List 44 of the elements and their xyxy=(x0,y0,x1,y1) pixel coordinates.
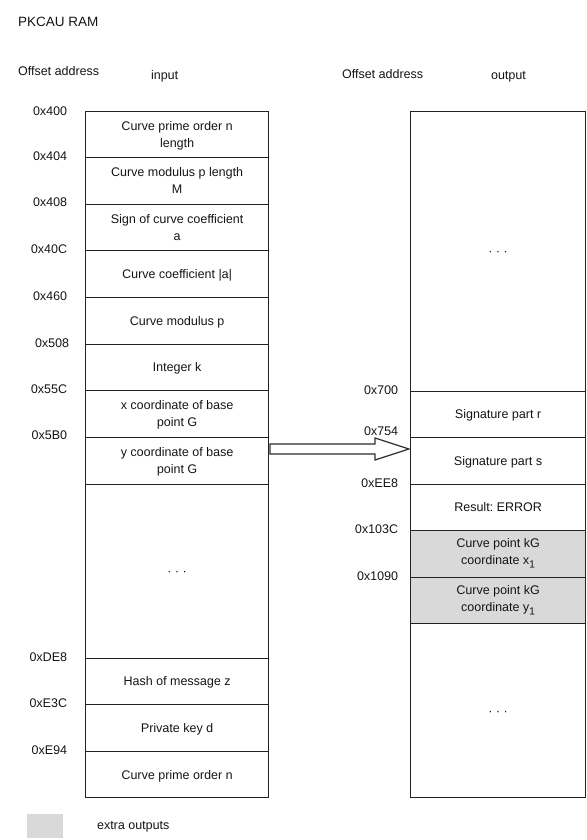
offset-address: 0x754 xyxy=(364,424,398,438)
offset-address: 0x55C xyxy=(30,382,67,396)
column-heading: output xyxy=(491,68,526,82)
offset-address: 0xE94 xyxy=(32,743,67,757)
cell-text: Curve modulus p length M xyxy=(110,164,244,198)
offset-address: 0x460 xyxy=(32,289,67,303)
block-arrow xyxy=(269,437,411,461)
cell-text: · · · xyxy=(488,243,508,260)
offset-address: 0x5B0 xyxy=(32,428,67,442)
cell-text: Curve prime order n xyxy=(121,767,233,784)
offset-address: 0x103C xyxy=(354,522,398,536)
offset-address: 0x508 xyxy=(34,336,69,350)
offset-address: 0x404 xyxy=(32,149,67,163)
offset-address: 0xEE8 xyxy=(361,476,398,490)
column-heading: input xyxy=(151,68,178,82)
offset-address: 0x1090 xyxy=(356,569,398,583)
cell-text: x coordinate of base point G xyxy=(120,397,234,431)
offset-address: 0x408 xyxy=(32,195,67,209)
memory-cell xyxy=(411,531,585,578)
memory-cell xyxy=(411,578,585,624)
cell-text: y coordinate of base point G xyxy=(120,444,234,478)
offset-address: 0x40C xyxy=(30,242,67,256)
offset-address: 0xE3C xyxy=(29,696,67,710)
cell-text: Curve point kG coordinate y$_{1}$ xyxy=(455,582,541,620)
cell-text: Signature part s xyxy=(454,452,542,470)
cell-text: Curve prime order n length xyxy=(120,118,234,152)
column-heading: Offset address xyxy=(18,64,100,78)
cell-text: Sign of curve coefficient a xyxy=(110,210,244,244)
legend-text: extra outputs xyxy=(97,818,170,832)
cell-text: Curve coefficient |a| xyxy=(122,266,232,282)
offset-address: 0xDE8 xyxy=(29,650,67,664)
cell-text: Hash of message z xyxy=(124,673,230,690)
offset-address: 0x400 xyxy=(32,104,67,118)
cell-text: · · · xyxy=(488,703,508,720)
cell-text: Integer k xyxy=(152,359,202,376)
cell-text: · · · xyxy=(167,563,187,580)
cell-text: Result: ERROR xyxy=(454,499,542,516)
cell-text: Private key d xyxy=(140,720,214,736)
diagram-title: PKCAU RAM xyxy=(18,14,98,29)
cell-text: Curve point kG coordinate x$_{1}$ xyxy=(455,535,541,573)
cell-text: Signature part r xyxy=(454,406,542,423)
column-heading: Offset address xyxy=(342,67,424,81)
cell-text: Curve modulus p xyxy=(130,312,224,330)
offset-address: 0x700 xyxy=(364,383,398,397)
